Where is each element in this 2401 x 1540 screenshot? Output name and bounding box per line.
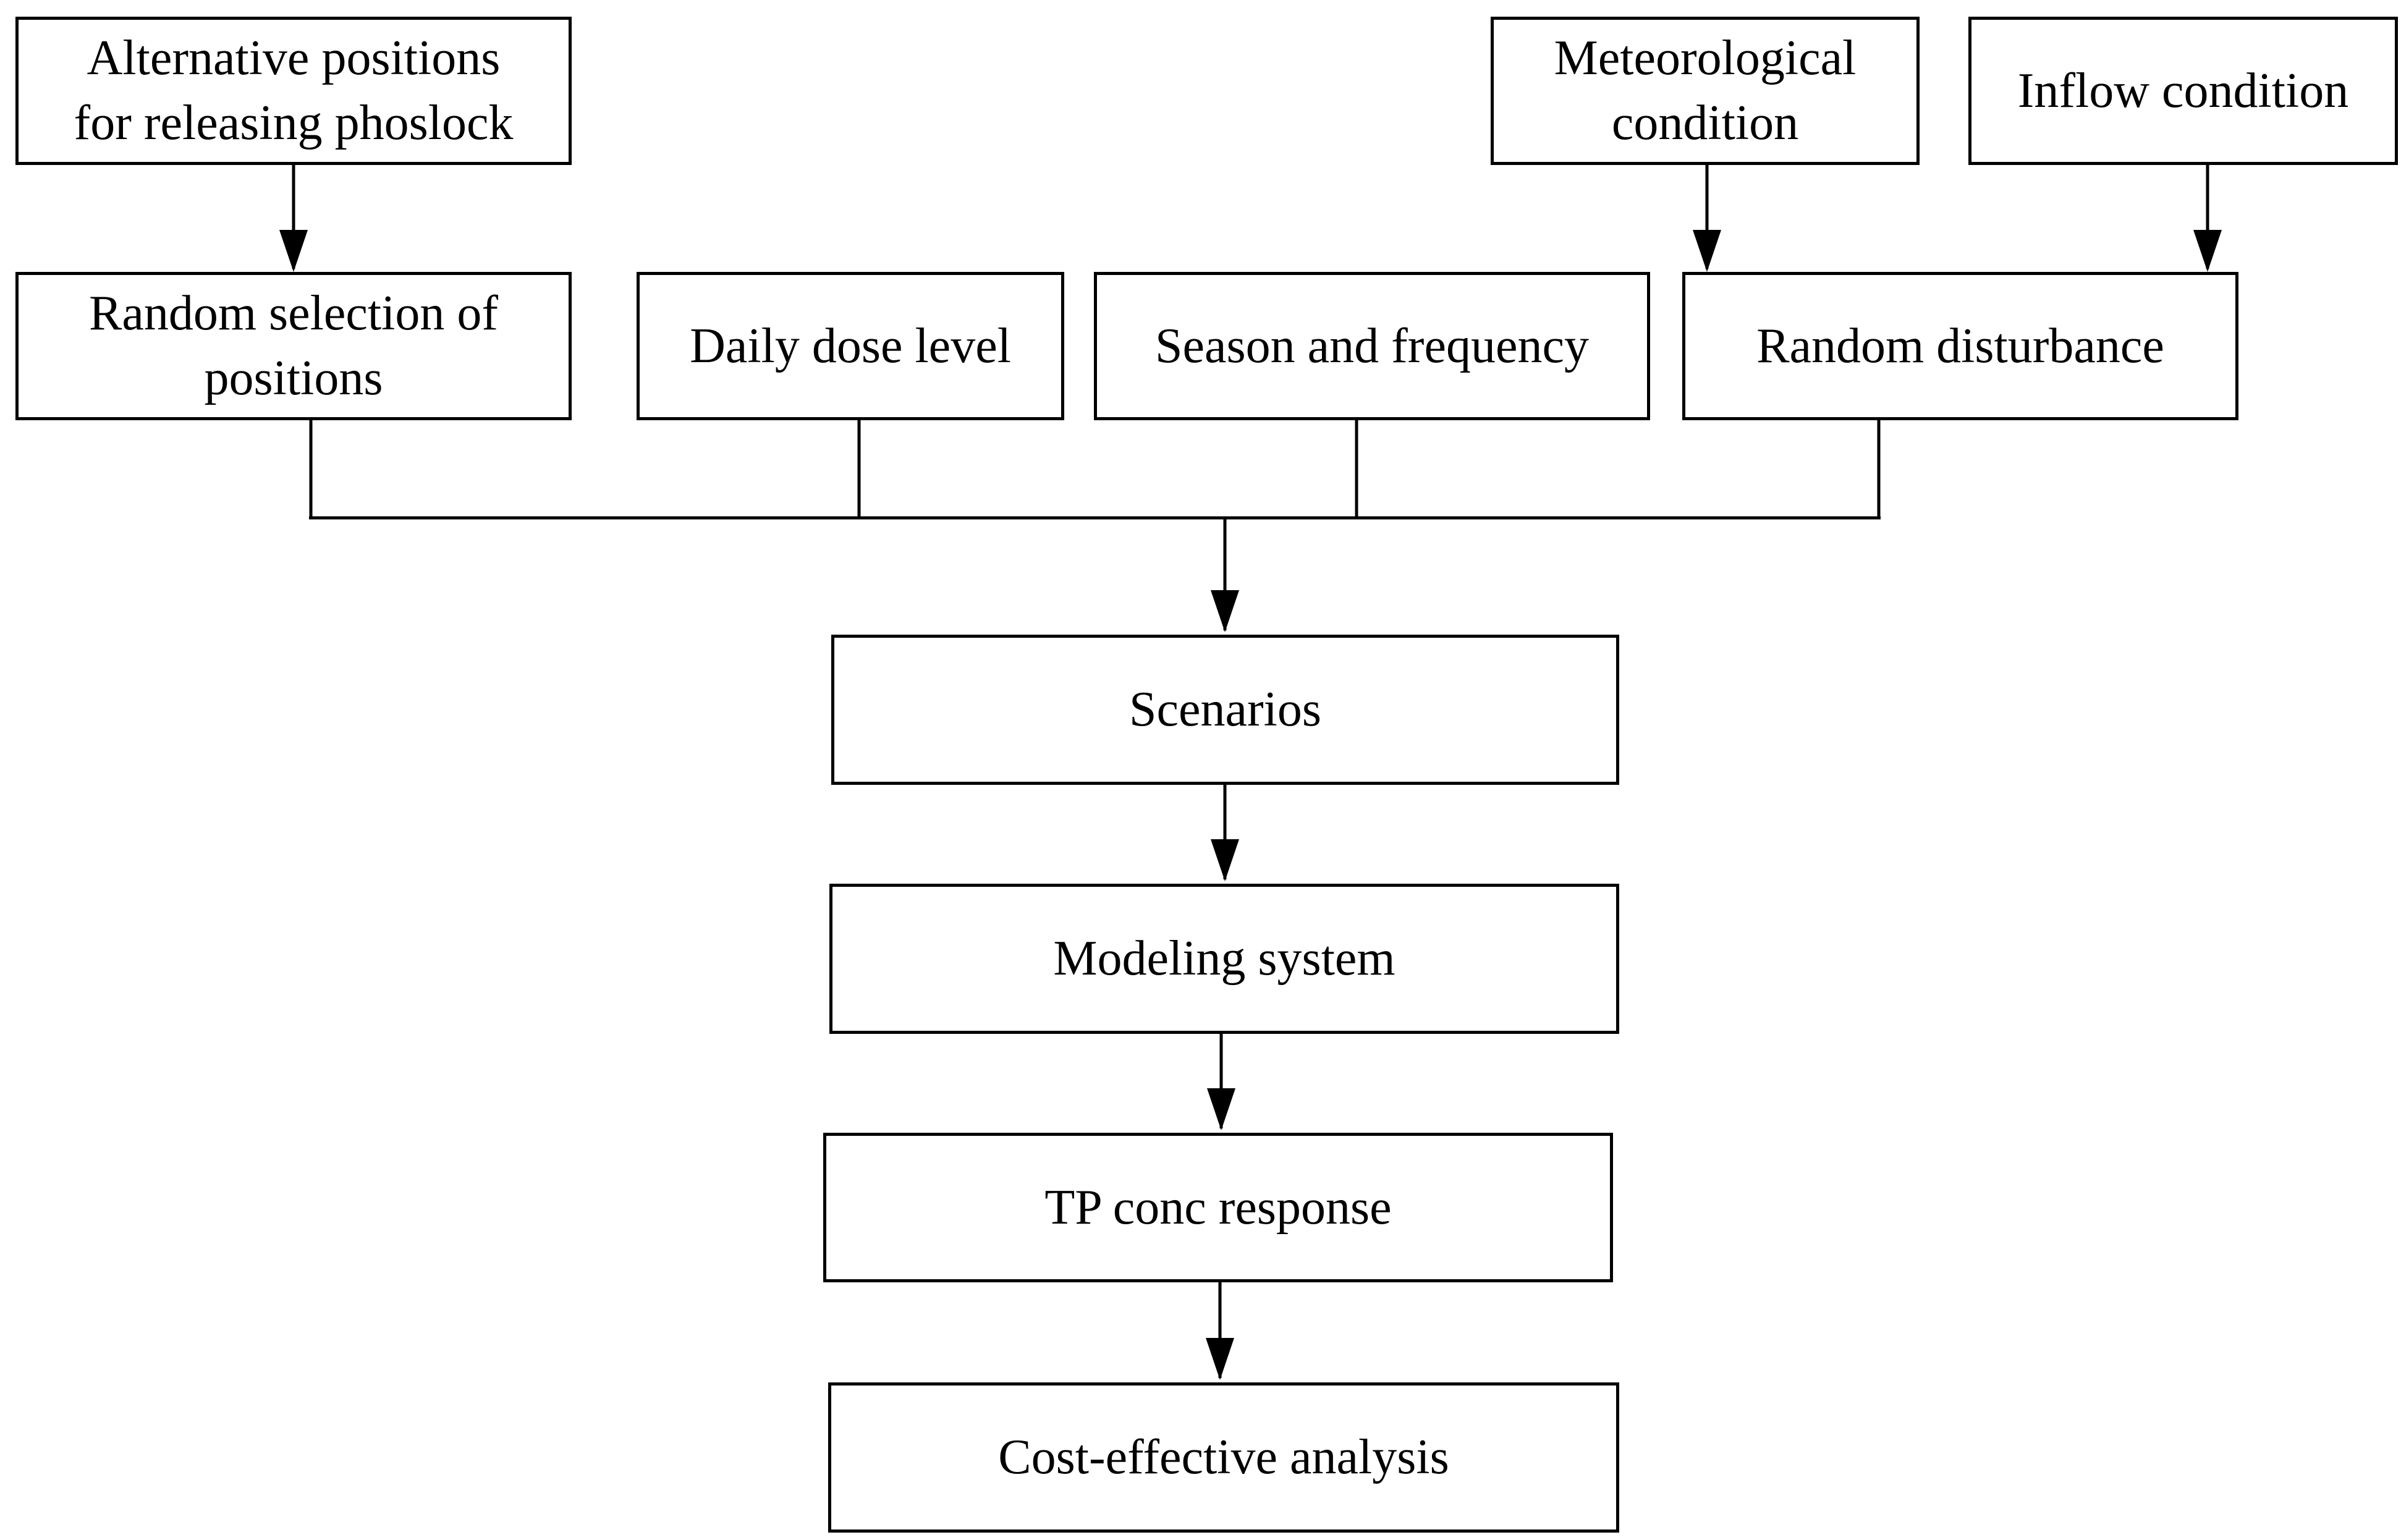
node-random-disturbance: Random disturbance bbox=[1682, 272, 2238, 420]
arrowhead-icon bbox=[1693, 230, 1721, 272]
node-season-and-frequency: Season and frequency bbox=[1094, 272, 1650, 420]
node-label: TP conc response bbox=[1044, 1180, 1392, 1235]
node-label: Random disturbance bbox=[1756, 318, 2164, 373]
arrowhead-icon bbox=[2193, 230, 2222, 272]
node-modeling-system: Modeling system bbox=[829, 884, 1619, 1034]
node-meteorological-condition: Meteorological condition bbox=[1491, 17, 1920, 165]
node-label: Random selection of positions bbox=[88, 286, 499, 405]
arrowhead-icon bbox=[279, 230, 308, 272]
node-label: Cost-effective analysis bbox=[998, 1430, 1449, 1484]
arrowhead-icon bbox=[1211, 590, 1239, 632]
node-label: Modeling system bbox=[1053, 931, 1395, 986]
arrowhead-icon bbox=[1206, 1338, 1234, 1380]
node-label: Alternative positions for releasing phos… bbox=[74, 31, 514, 150]
node-tp-conc-response: TP conc response bbox=[823, 1133, 1613, 1282]
node-label: Scenarios bbox=[1129, 682, 1321, 737]
node-random-selection: Random selection of positions bbox=[15, 272, 572, 420]
arrowhead-icon bbox=[1207, 1088, 1235, 1130]
arrowhead-icon bbox=[1211, 839, 1239, 881]
node-label: Meteorological condition bbox=[1554, 31, 1857, 150]
node-label: Daily dose level bbox=[690, 318, 1011, 373]
node-scenarios: Scenarios bbox=[831, 635, 1619, 785]
node-daily-dose-level: Daily dose level bbox=[637, 272, 1064, 420]
node-alternative-positions: Alternative positions for releasing phos… bbox=[15, 17, 572, 165]
node-label: Season and frequency bbox=[1155, 318, 1589, 373]
node-inflow-condition: Inflow condition bbox=[1968, 17, 2398, 165]
node-label: Inflow condition bbox=[2017, 63, 2349, 118]
node-cost-effective-analysis: Cost-effective analysis bbox=[828, 1382, 1619, 1533]
